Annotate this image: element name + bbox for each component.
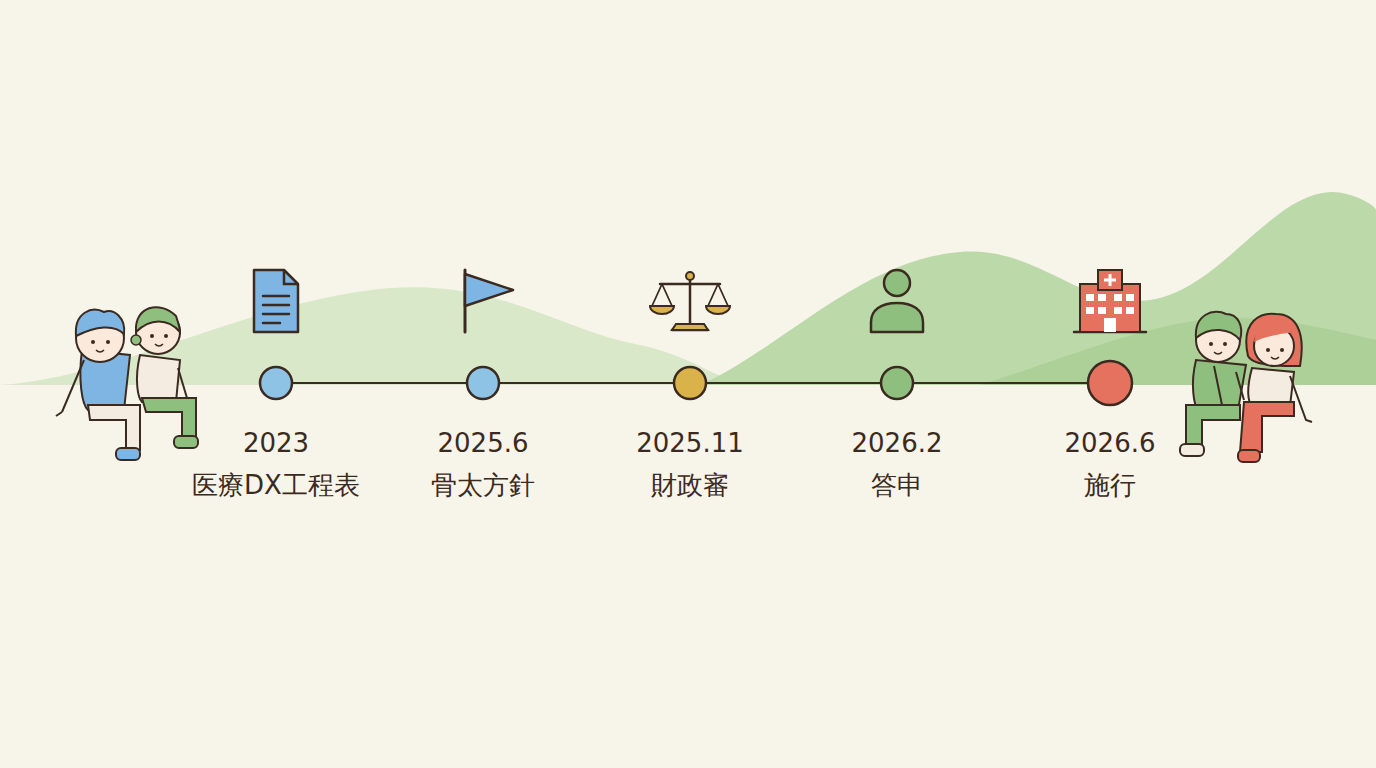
right-hill [700, 192, 1376, 385]
milestone-dot [674, 367, 706, 399]
milestone-date: 2023 [166, 427, 386, 459]
person-icon [871, 270, 923, 332]
milestone-dot [881, 367, 913, 399]
hospital-icon [1074, 270, 1146, 332]
milestone-circle [580, 365, 800, 401]
milestone-circle [373, 365, 593, 401]
milestone-date: 2026.2 [787, 427, 1007, 459]
timeline-milestone: 2023 医療DX工程表 [166, 367, 386, 501]
scales-icon [650, 272, 730, 330]
milestone-dot [1088, 361, 1132, 405]
milestone-circle [1000, 359, 1220, 407]
milestone-label: 施行 [1000, 469, 1220, 501]
timeline-line [706, 382, 881, 384]
flag-icon [465, 270, 513, 332]
timeline-milestone: 2025.11 財政審 [580, 367, 800, 501]
document-icon [254, 270, 298, 332]
timeline-line [913, 382, 1088, 384]
person-figure [1180, 312, 1246, 456]
milestone-circle [166, 365, 386, 401]
timeline-line [292, 382, 467, 384]
person-figure [56, 310, 140, 460]
milestone-date: 2026.6 [1000, 427, 1220, 459]
person-figure [1238, 314, 1312, 462]
timeline-milestone: 2026.2 答申 [787, 367, 1007, 501]
milestone-dot [260, 367, 292, 399]
right-hill-front [980, 318, 1376, 385]
timeline-line [499, 382, 674, 384]
milestone-dot [467, 367, 499, 399]
timeline-milestone: 2026.6 施行 [1000, 361, 1220, 501]
milestone-label: 医療DX工程表 [166, 469, 386, 501]
milestone-date: 2025.6 [373, 427, 593, 459]
milestone-circle [787, 365, 1007, 401]
person-figure [131, 307, 198, 448]
milestone-date: 2025.11 [580, 427, 800, 459]
timeline-milestone: 2025.6 骨太方針 [373, 367, 593, 501]
milestone-label: 財政審 [580, 469, 800, 501]
milestone-label: 骨太方針 [373, 469, 593, 501]
milestone-label: 答申 [787, 469, 1007, 501]
